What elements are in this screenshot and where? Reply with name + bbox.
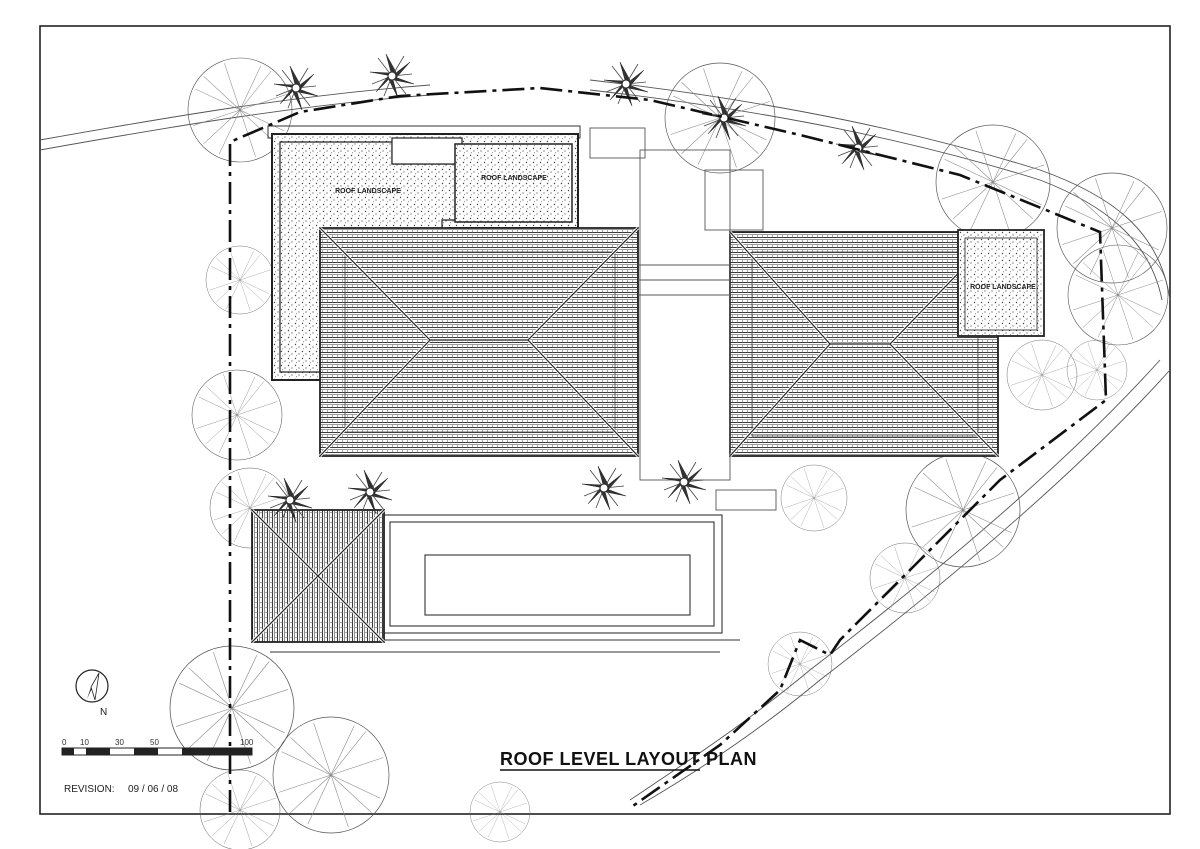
pavilion-roof [250, 508, 386, 644]
roof-landscape-label-3: ROOF LANDSCAPE [970, 284, 1036, 291]
revision-label: REVISION: [64, 784, 115, 795]
sheet-border [39, 25, 1171, 815]
scale-tick-100: 100 [240, 738, 254, 747]
scale-bar [61, 747, 253, 756]
revision-date: 09 / 06 / 08 [128, 784, 178, 795]
right-wing-roof [728, 229, 1045, 458]
scale-tick-0: 0 [62, 738, 67, 747]
left-wing-roof [267, 125, 640, 458]
north-label: N [100, 707, 107, 718]
roof-landscape-label-2: ROOF LANDSCAPE [481, 175, 547, 182]
drawing-title: ROOF LEVEL LAYOUT PLAN [500, 749, 757, 769]
site-boundary [228, 86, 1108, 812]
north-arrow-icon [75, 669, 109, 703]
scale-tick-50: 50 [150, 738, 159, 747]
scale-tick-10: 10 [80, 738, 89, 747]
roof-landscape-label-1: ROOF LANDSCAPE [335, 188, 401, 195]
scale-tick-30: 30 [115, 738, 124, 747]
